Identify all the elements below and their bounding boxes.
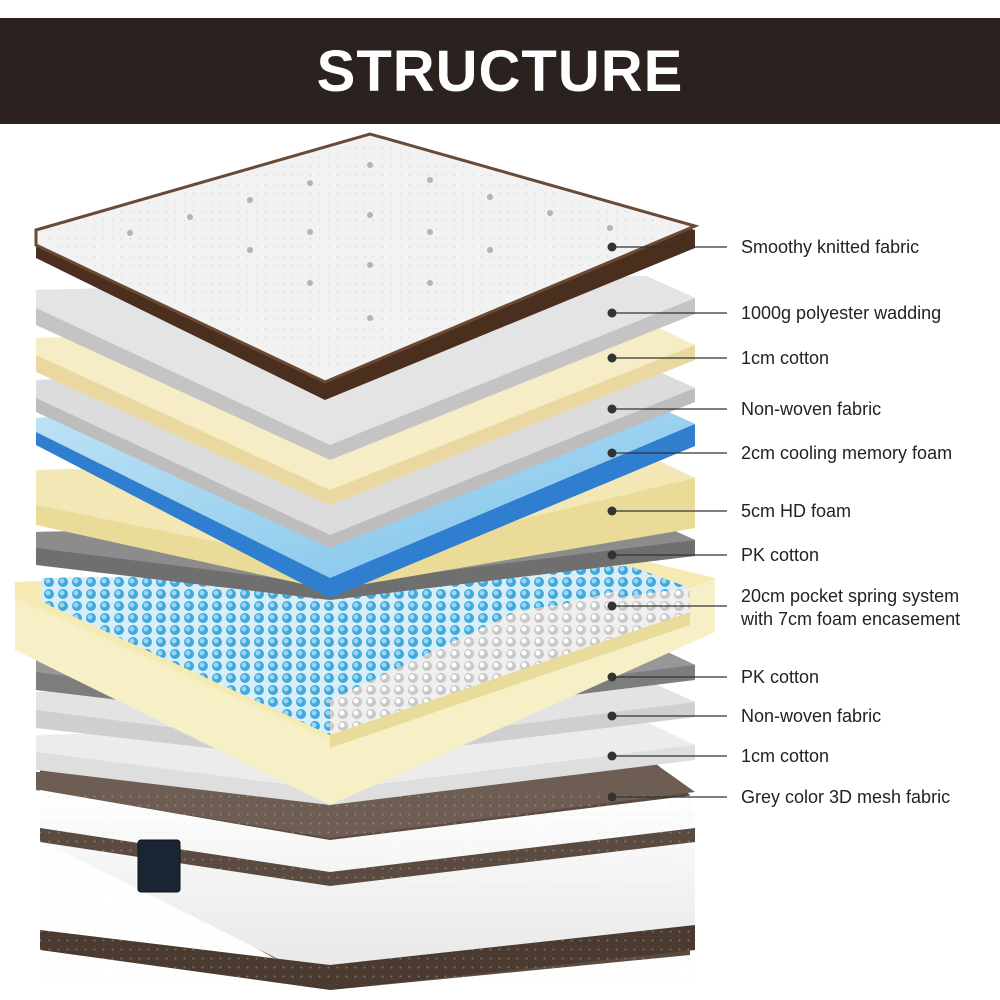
leader-dot xyxy=(607,601,617,611)
layer-label-line: with 7cm foam encasement xyxy=(741,609,961,629)
leader-dot xyxy=(607,353,617,363)
layer-label-line: Smoothy knitted fabric xyxy=(741,237,920,257)
layer-label-line: Non-woven fabric xyxy=(741,399,882,419)
layer-label-line: 1cm cotton xyxy=(741,746,830,766)
layer-label-line: Non-woven fabric xyxy=(741,706,882,726)
layer-label-line: 5cm HD foam xyxy=(741,501,852,521)
layer-base-mattress xyxy=(36,758,695,990)
leader-dot xyxy=(607,404,617,414)
layer-label: 2cm cooling memory foam xyxy=(741,442,952,465)
layer-label-line: PK cotton xyxy=(741,545,820,565)
layer-label-line: 2cm cooling memory foam xyxy=(741,443,953,463)
layer-label: Grey color 3D mesh fabric xyxy=(741,786,950,809)
leader-dot xyxy=(607,506,617,516)
layer-label: Non-woven fabric xyxy=(741,398,881,421)
leader-lines xyxy=(607,242,727,802)
layer-pocket-spring-system xyxy=(15,560,715,805)
layer-label: Non-woven fabric xyxy=(741,705,881,728)
leader-dot xyxy=(607,751,617,761)
layer-label-line: 1cm cotton xyxy=(741,348,830,368)
layer-label: PK cotton xyxy=(741,666,819,689)
leader-dot xyxy=(607,792,617,802)
leader-dot xyxy=(607,242,617,252)
layer-label: Smoothy knitted fabric xyxy=(741,236,919,259)
layer-label-line: PK cotton xyxy=(741,667,820,687)
page-title: STRUCTURE xyxy=(316,38,684,104)
header-banner: STRUCTURE xyxy=(0,18,1000,124)
layer-label: PK cotton xyxy=(741,544,819,567)
layer-label: 20cm pocket spring system with 7cm foam e… xyxy=(741,585,960,631)
layer-label: 1000g polyester wadding xyxy=(741,302,941,325)
layer-label: 1cm cotton xyxy=(741,745,829,768)
mattress-layers xyxy=(15,132,715,990)
leader-dot xyxy=(607,448,617,458)
leader-dot xyxy=(607,711,617,721)
layer-label: 5cm HD foam xyxy=(741,500,851,523)
layer-label-line: Grey color 3D mesh fabric xyxy=(741,787,951,807)
layer-knitted-fabric-top xyxy=(34,132,700,400)
layer-label-line: 20cm pocket spring system xyxy=(741,586,960,606)
layer-label: 1cm cotton xyxy=(741,347,829,370)
leader-dot xyxy=(607,308,617,318)
leader-dot xyxy=(607,672,617,682)
leader-dot xyxy=(607,550,617,560)
layer-label-line: 1000g polyester wadding xyxy=(741,303,942,323)
